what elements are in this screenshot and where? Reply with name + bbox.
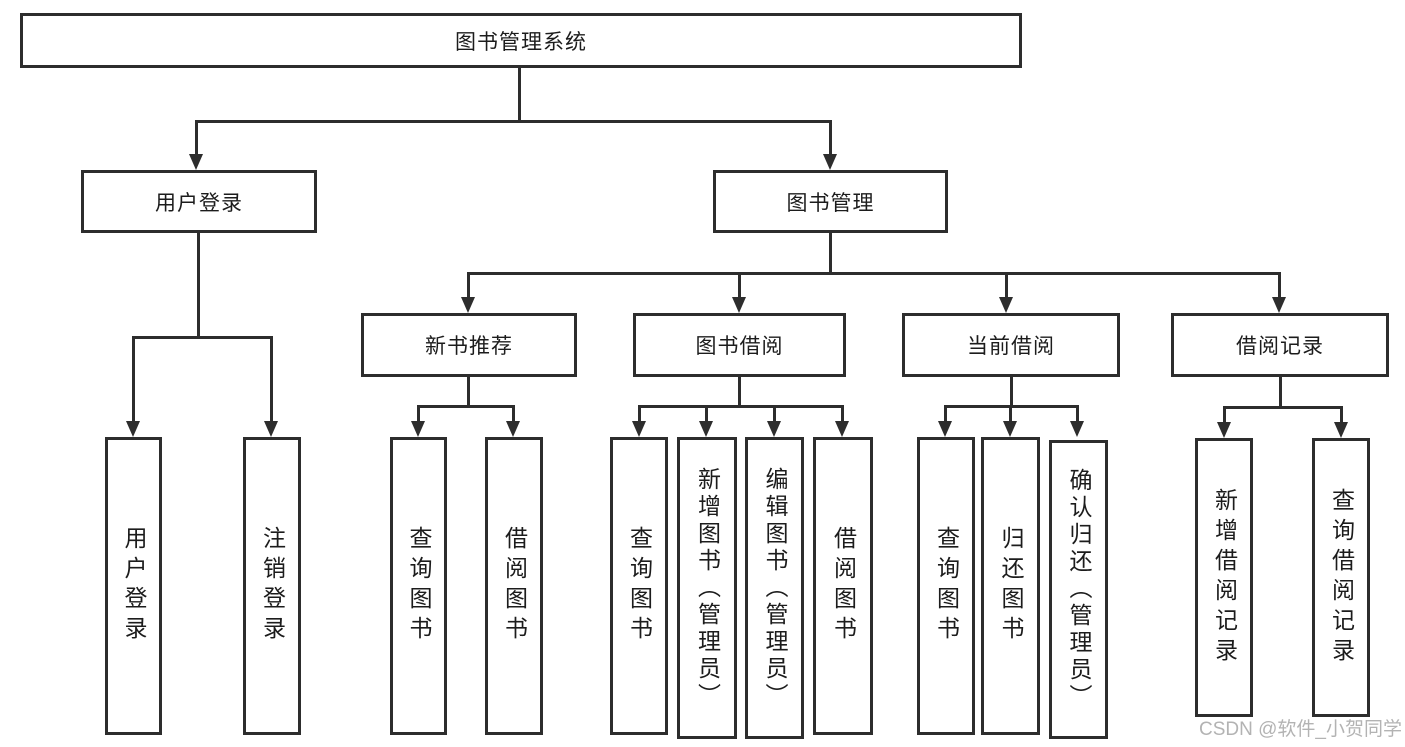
node-user-login: 用户登录 xyxy=(81,170,317,233)
node-book-borrowing: 图书借阅 xyxy=(633,313,846,377)
connector-stub-leaf xyxy=(944,405,947,421)
arrowhead-down-icon xyxy=(835,421,849,437)
arrowhead-down-icon xyxy=(699,421,713,437)
arrowhead-down-icon xyxy=(823,154,837,170)
connector-borrowing-records-stem xyxy=(1279,377,1282,409)
connector-stub-current-borrowing xyxy=(1005,272,1008,297)
connector-stub-leaf xyxy=(1340,406,1343,422)
connector-root-crossbar xyxy=(195,120,832,123)
connector-stub-leaf xyxy=(132,336,135,421)
arrowhead-down-icon xyxy=(938,421,952,437)
arrowhead-down-icon xyxy=(1003,421,1017,437)
node-book-management-label: 图书管理 xyxy=(786,191,875,215)
connector-user-login-crossbar xyxy=(133,336,273,339)
connector-stub-leaf xyxy=(270,336,273,421)
leaf-query-books-label: 查询图书 xyxy=(406,526,432,646)
connector-stub-book-borrowing xyxy=(738,272,741,297)
leaf-query-books: 查询图书 xyxy=(917,437,975,735)
connector-stub-borrowing-records xyxy=(1278,272,1281,297)
leaf-query-borrow-record-label: 查询借阅记录 xyxy=(1328,487,1355,668)
leaf-add-borrow-record-label: 新增借阅记录 xyxy=(1211,487,1238,668)
connector-stub-leaf xyxy=(841,405,844,421)
arrowhead-down-icon xyxy=(1217,422,1231,438)
node-root-system: 图书管理系统 xyxy=(20,13,1022,68)
leaf-add-borrow-record: 新增借阅记录 xyxy=(1195,438,1253,717)
leaf-edit-books-admin: 编辑图书（管理员） xyxy=(745,437,804,739)
connector-stub-leaf xyxy=(638,405,641,421)
arrowhead-down-icon xyxy=(1070,421,1084,437)
connector-book-management-crossbar xyxy=(467,272,1281,275)
arrowhead-down-icon xyxy=(999,297,1013,313)
connector-stub-user-login xyxy=(195,120,198,156)
leaf-add-books-admin: 新增图书（管理员） xyxy=(677,437,737,739)
connector-user-login-stem xyxy=(197,233,200,339)
leaf-return-books: 归还图书 xyxy=(981,437,1040,735)
arrowhead-down-icon xyxy=(264,421,278,437)
leaf-add-books-admin-label: 新增图书（管理员） xyxy=(694,466,721,710)
arrowhead-down-icon xyxy=(732,297,746,313)
connector-new-book-crossbar xyxy=(417,405,515,408)
connector-stub-leaf xyxy=(1076,405,1079,421)
connector-book-borrowing-stem xyxy=(738,377,741,408)
leaf-query-books-label: 查询图书 xyxy=(933,526,960,646)
node-new-book-recommend: 新书推荐 xyxy=(361,313,577,377)
arrowhead-down-icon xyxy=(126,421,140,437)
node-borrowing-records-label: 借阅记录 xyxy=(1236,335,1324,358)
leaf-query-borrow-record: 查询借阅记录 xyxy=(1312,438,1370,717)
csdn-watermark: CSDN @软件_小贺同学 xyxy=(1199,719,1402,740)
leaf-borrow-books: 借阅图书 xyxy=(813,437,873,735)
leaf-confirm-return-admin: 确认归还（管理员） xyxy=(1049,440,1108,739)
leaf-query-books: 查询图书 xyxy=(390,437,447,735)
arrowhead-down-icon xyxy=(189,154,203,170)
connector-stub-leaf xyxy=(1009,405,1012,421)
leaf-logout-label: 注销登录 xyxy=(259,526,286,646)
arrowhead-down-icon xyxy=(411,421,425,437)
node-current-borrowing-label: 当前借阅 xyxy=(967,335,1055,358)
connector-stub-leaf xyxy=(705,405,708,421)
leaf-confirm-return-admin-label: 确认归还（管理员） xyxy=(1066,468,1092,711)
leaf-logout: 注销登录 xyxy=(243,437,301,735)
arrowhead-down-icon xyxy=(1334,422,1348,438)
arrowhead-down-icon xyxy=(632,421,646,437)
connector-borrowing-records-crossbar xyxy=(1223,406,1342,409)
connector-current-borrowing-stem xyxy=(1010,377,1013,408)
node-current-borrowing: 当前借阅 xyxy=(902,313,1120,377)
node-new-book-recommend-label: 新书推荐 xyxy=(425,335,513,358)
leaf-query-books-label: 查询图书 xyxy=(626,526,653,646)
node-book-borrowing-label: 图书借阅 xyxy=(695,335,784,358)
leaf-borrow-books-label: 借阅图书 xyxy=(501,526,528,646)
node-borrowing-records: 借阅记录 xyxy=(1171,313,1389,377)
leaf-return-books-label: 归还图书 xyxy=(998,526,1024,646)
arrowhead-down-icon xyxy=(506,421,520,437)
connector-root-stem xyxy=(518,68,521,120)
leaf-edit-books-admin-label: 编辑图书（管理员） xyxy=(762,466,788,710)
connector-new-book-stem xyxy=(467,377,470,408)
leaf-borrow-books-label: 借阅图书 xyxy=(830,526,857,646)
connector-stub-leaf xyxy=(1223,406,1226,422)
node-root-label: 图书管理系统 xyxy=(455,30,587,54)
node-user-login-label: 用户登录 xyxy=(155,191,243,215)
arrowhead-down-icon xyxy=(1272,297,1286,313)
connector-book-borrowing-crossbar xyxy=(638,405,844,408)
leaf-user-login-label: 用户登录 xyxy=(121,526,147,646)
connector-stub-new-book xyxy=(467,272,470,297)
leaf-query-books: 查询图书 xyxy=(610,437,668,735)
connector-book-management-stem xyxy=(829,233,832,274)
leaf-user-login: 用户登录 xyxy=(105,437,162,735)
connector-stub-leaf xyxy=(417,405,420,421)
connector-stub-leaf xyxy=(773,405,776,421)
connector-stub-leaf xyxy=(512,405,515,421)
connector-stub-book-management xyxy=(829,120,832,156)
leaf-borrow-books: 借阅图书 xyxy=(485,437,543,735)
arrowhead-down-icon xyxy=(461,297,475,313)
node-book-management: 图书管理 xyxy=(713,170,948,233)
arrowhead-down-icon xyxy=(767,421,781,437)
